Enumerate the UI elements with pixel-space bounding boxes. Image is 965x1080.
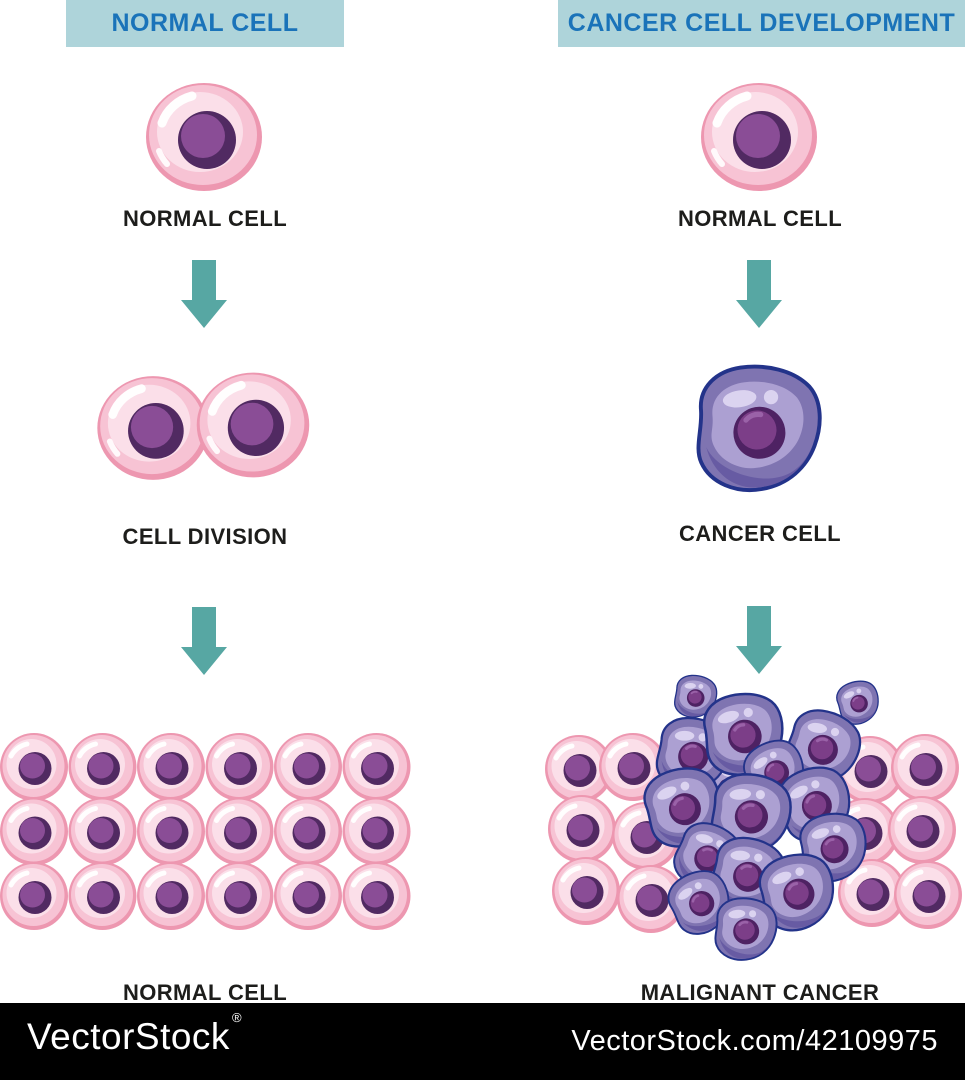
down-arrow-icon — [736, 260, 782, 328]
down-arrow-icon — [736, 606, 782, 674]
cell-division-illustration — [97, 373, 309, 480]
label-cell-division: CELL DIVISION — [122, 524, 288, 549]
malignant-tumor-illustration — [545, 671, 962, 965]
label-cancer-cell: CANCER CELL — [678, 521, 842, 546]
watermark-brand: VectorStock® — [27, 1010, 242, 1058]
watermark-url: VectorStock.com/42109975 — [571, 1025, 938, 1057]
down-arrow-icon — [181, 607, 227, 675]
header-normal-cell: NORMAL CELL — [66, 0, 344, 47]
normal-cell-illustration — [701, 83, 817, 191]
watermark-bar: VectorStock® VectorStock.com/42109975 — [0, 1003, 965, 1080]
label-left-normal-cell: NORMAL CELL — [122, 206, 288, 231]
header-cancer-cell-development: CANCER CELL DEVELOPMENT — [558, 0, 965, 47]
header-cancer-cell-development-label: CANCER CELL DEVELOPMENT — [567, 9, 956, 37]
label-right-normal-cell: NORMAL CELL — [677, 206, 843, 231]
normal-cell-illustration — [146, 83, 262, 191]
header-normal-cell-label: NORMAL CELL — [111, 9, 299, 37]
down-arrow-icon — [181, 260, 227, 328]
registered-mark-icon: ® — [231, 1009, 243, 1025]
label-malignant-cancer: MALIGNANT CANCER — [640, 980, 880, 1005]
watermark-brand-text: VectorStock — [27, 1016, 230, 1057]
cancer-cell-illustration — [695, 363, 823, 495]
label-left-normal-cell-tissue: NORMAL CELL — [122, 980, 288, 1005]
normal-tissue-illustration — [0, 733, 411, 930]
